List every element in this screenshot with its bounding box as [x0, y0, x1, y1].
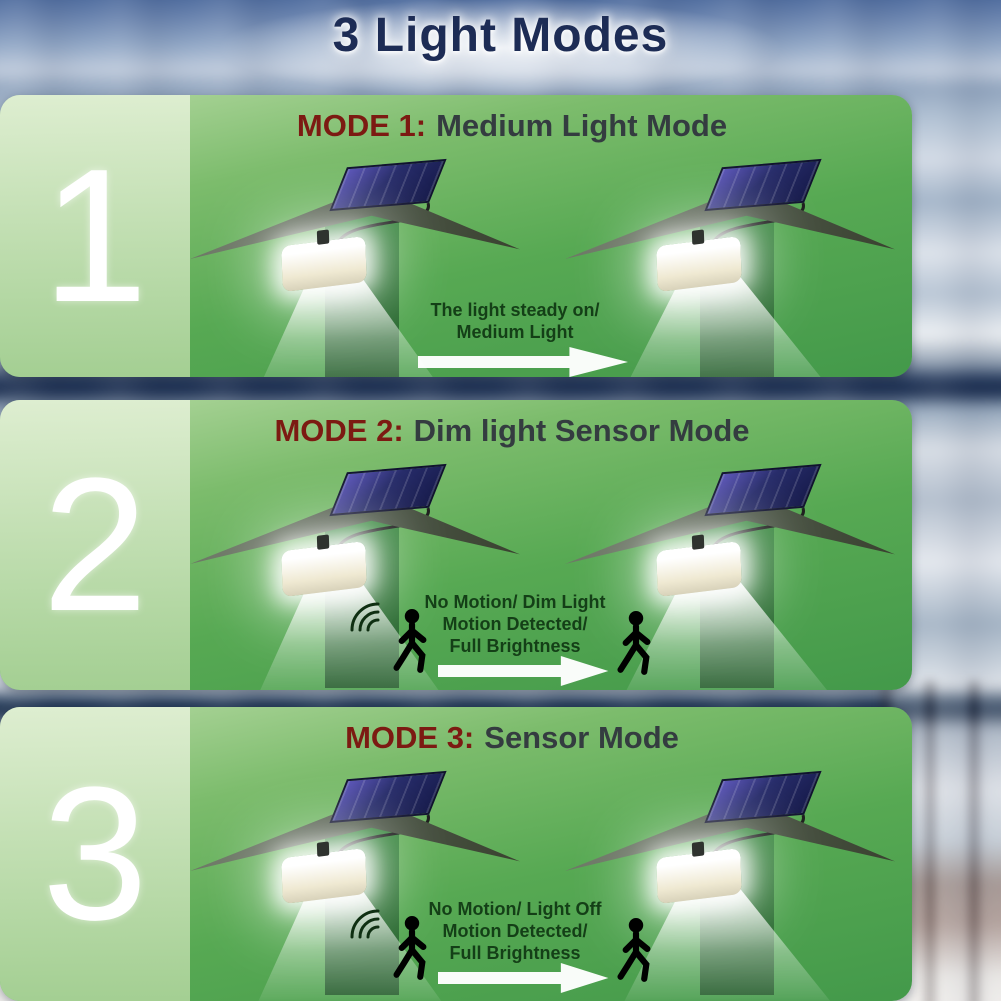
- caption-line: No Motion/ Light Off: [428, 899, 602, 919]
- caption-line: The light steady on/: [430, 300, 600, 320]
- arrow-right-icon: [418, 347, 628, 377]
- mode-caption: No Motion/ Dim Light Motion Detected/ Fu…: [350, 592, 680, 658]
- arrow-right-icon: [438, 963, 609, 993]
- mode-panel-3: 3 MODE 3: Sensor Mode No Motion/ Light Of…: [0, 707, 912, 1001]
- light-fixture-illustration: [190, 770, 520, 1001]
- panel-number-column: 3: [0, 707, 190, 1001]
- light-fixture-illustration: [565, 158, 895, 377]
- caption-line: Motion Detected/: [442, 920, 588, 941]
- mode-panel-1: 1 MODE 1: Medium Light Mode The light ste…: [0, 95, 912, 377]
- mode-caption: The light steady on/ Medium Light: [350, 300, 680, 344]
- mode-name: Dim light Sensor Mode: [413, 413, 750, 448]
- panel-number-column: 1: [0, 95, 190, 377]
- walking-person-icon: [617, 611, 651, 675]
- mode-header: MODE 2: Dim light Sensor Mode: [0, 413, 912, 449]
- mode-header: MODE 1: Medium Light Mode: [0, 108, 912, 144]
- caption-line: Full Brightness: [449, 942, 581, 963]
- page-title: 3 Light Modes: [332, 9, 669, 62]
- light-fixture-illustration: [565, 770, 895, 1001]
- caption-line: Motion Detected/: [442, 613, 588, 634]
- caption-line: Full Brightness: [449, 635, 581, 656]
- walking-person-icon: [393, 916, 427, 980]
- walking-person-icon: [393, 609, 427, 673]
- mode-header: MODE 3: Sensor Mode: [0, 720, 912, 756]
- title-glow: [215, 0, 785, 98]
- mode-caption: No Motion/ Light Off Motion Detected/ Fu…: [350, 899, 680, 965]
- mode-name: Sensor Mode: [484, 720, 679, 755]
- mode-label: MODE 2:: [274, 413, 404, 448]
- panel-number: 3: [42, 748, 148, 960]
- walking-person-icon: [617, 918, 651, 982]
- mode-label: MODE 3:: [345, 720, 475, 755]
- mode-name: Medium Light Mode: [436, 108, 728, 143]
- panel-number: 1: [42, 130, 148, 342]
- caption-line: Medium Light: [456, 321, 574, 342]
- light-fixture-illustration: [565, 463, 895, 690]
- panel-number: 2: [42, 439, 148, 651]
- caption-line: No Motion/ Dim Light: [424, 592, 606, 612]
- mode-panel-2: 2 MODE 2: Dim light Sensor Mode No Motion…: [0, 400, 912, 690]
- motion-waves-icon: [350, 909, 380, 939]
- motion-waves-icon: [350, 602, 380, 632]
- panel-number-column: 2: [0, 400, 190, 690]
- arrow-right-icon: [438, 656, 609, 686]
- mode-label: MODE 1:: [296, 108, 427, 143]
- light-fixture-illustration: [190, 158, 520, 377]
